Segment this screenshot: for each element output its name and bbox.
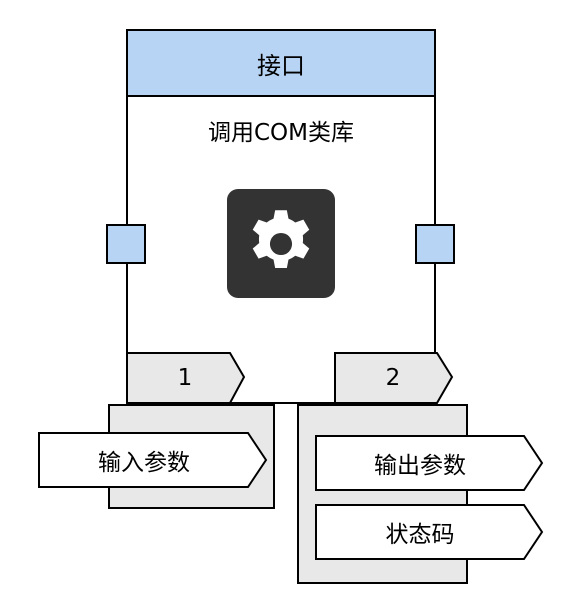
input-param-item[interactable]	[38, 432, 268, 488]
port-tab-1-label: 1	[177, 365, 193, 391]
block-title: 接口	[257, 51, 305, 80]
gear-icon	[227, 189, 335, 298]
left-port[interactable]	[106, 224, 146, 264]
block-subtitle: 调用COM类库	[207, 120, 354, 146]
status-code-item[interactable]	[315, 504, 545, 560]
port-tab-2[interactable]	[334, 352, 454, 404]
input-param-label: 输入参数	[98, 450, 190, 476]
block-header: 接口	[126, 29, 436, 97]
status-code-label: 状态码	[385, 522, 455, 548]
right-port[interactable]	[415, 224, 455, 264]
port-tab-1[interactable]	[126, 352, 246, 404]
port-tab-2-label: 2	[385, 365, 401, 391]
output-param-label: 输出参数	[374, 453, 466, 479]
output-param-item[interactable]	[315, 435, 545, 491]
